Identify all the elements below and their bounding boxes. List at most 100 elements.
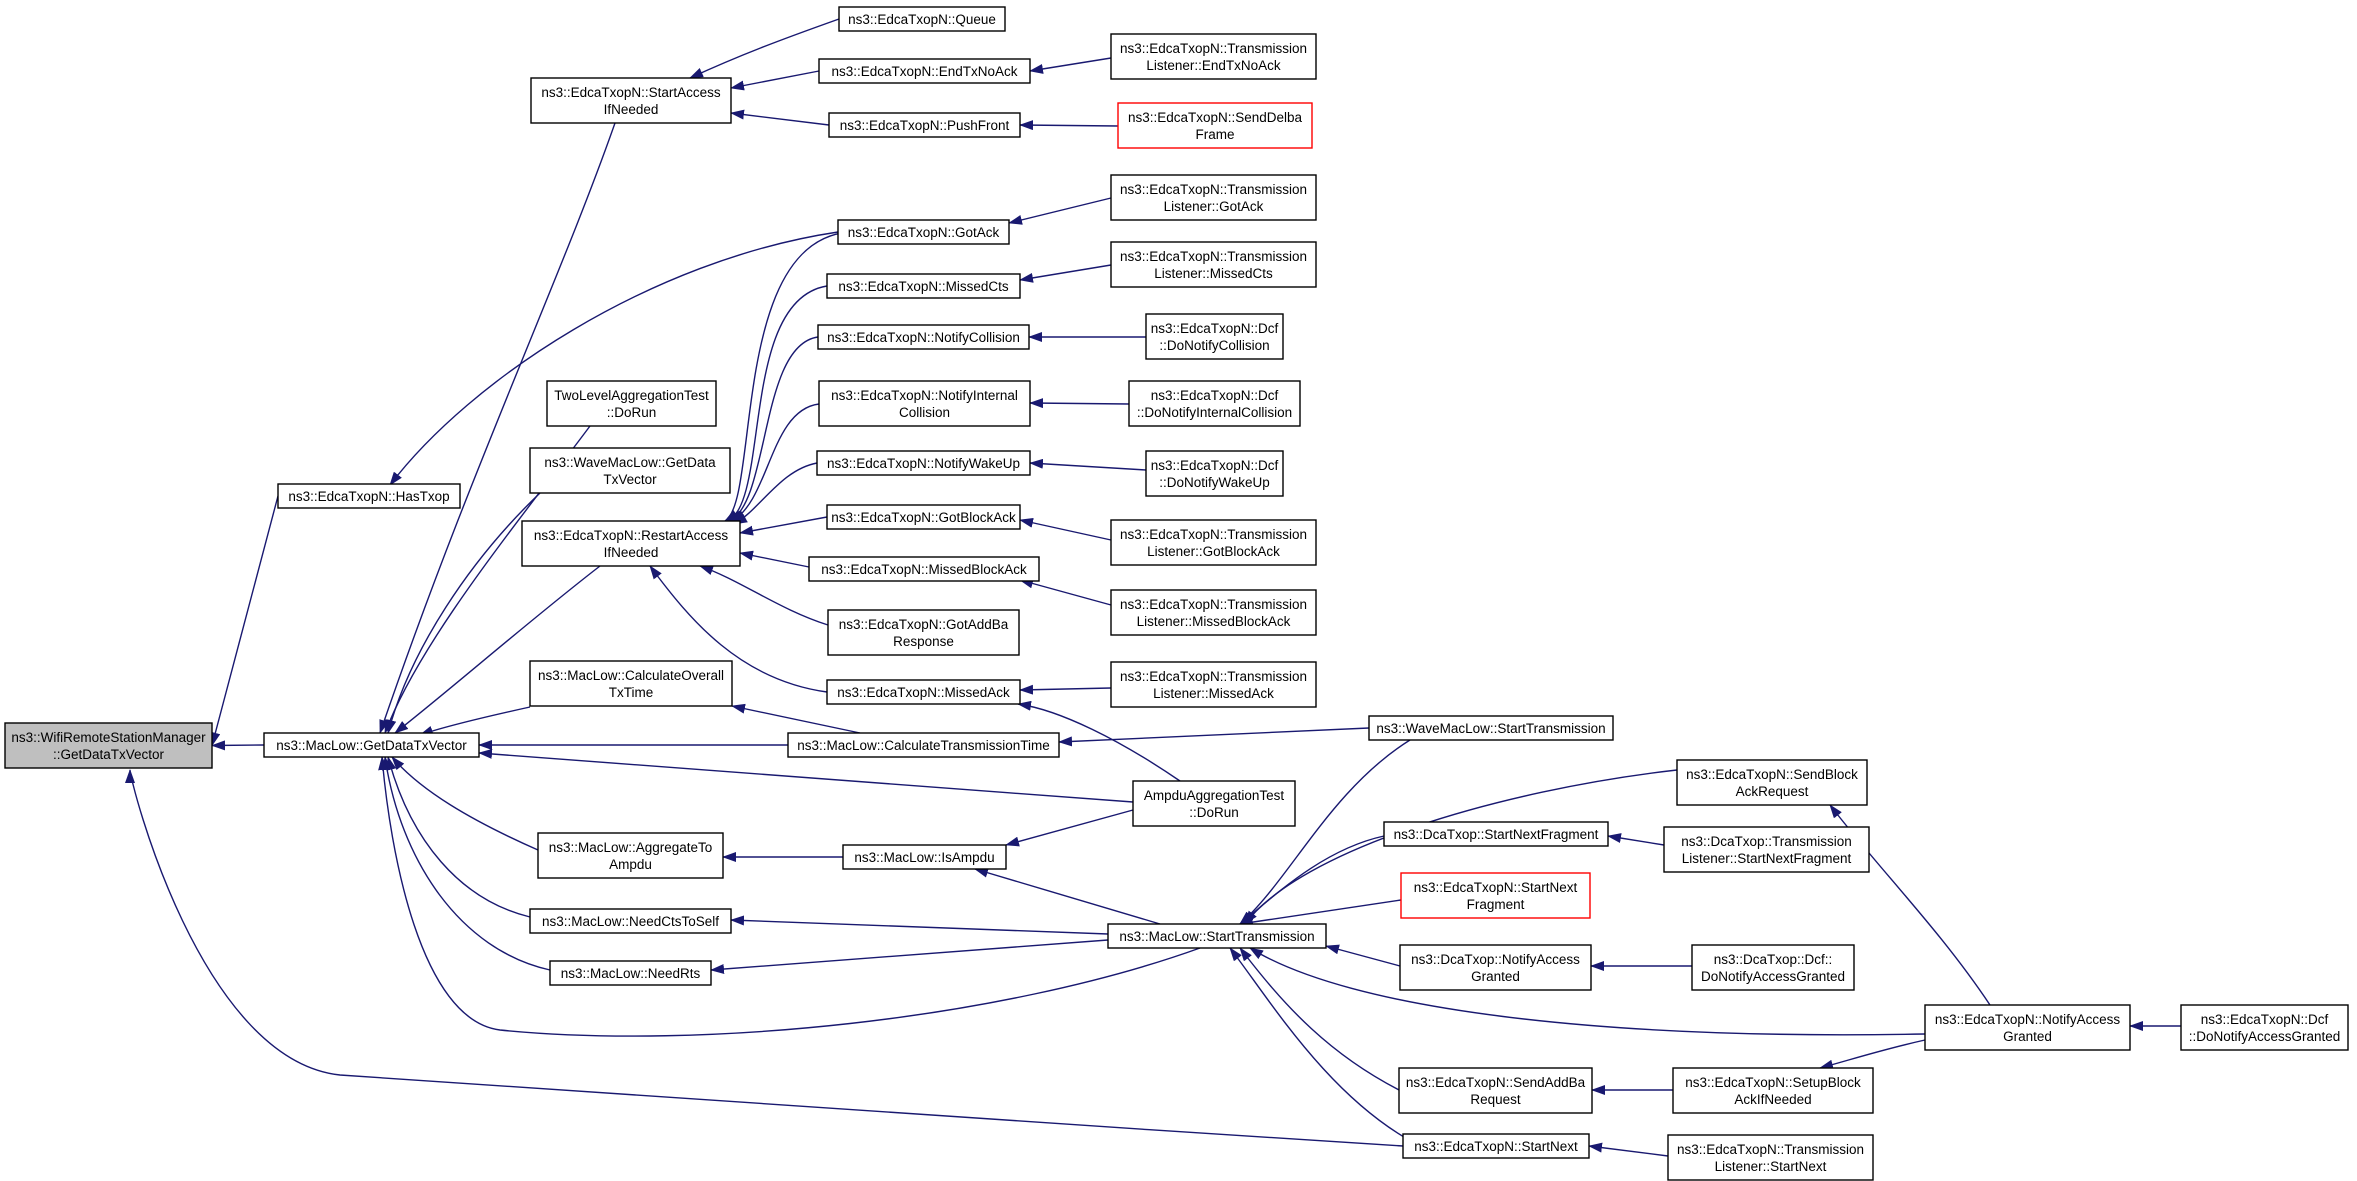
- node-dca_notifyaccess[interactable]: ns3::DcaTxop::NotifyAccessGranted: [1399, 944, 1592, 991]
- node-needctstoself[interactable]: ns3::MacLow::NeedCtsToSelf: [529, 908, 732, 934]
- node-box: [1110, 241, 1317, 288]
- node-pushfront[interactable]: ns3::EdcaTxopN::PushFront: [828, 112, 1021, 138]
- node-missedcts[interactable]: ns3::EdcaTxopN::MissedCts: [826, 273, 1021, 299]
- node-edca_notifyaccess[interactable]: ns3::EdcaTxopN::NotifyAccessGranted: [1924, 1004, 2131, 1051]
- call-edge: [381, 756, 551, 971]
- node-label-line: ns3::EdcaTxopN::PushFront: [840, 118, 1010, 133]
- node-box: [546, 380, 717, 427]
- node-tl_missedblockack[interactable]: ns3::EdcaTxopN::TransmissionListener::Mi…: [1110, 589, 1317, 636]
- node-box: [1145, 313, 1284, 360]
- node-label-line: IfNeeded: [604, 545, 659, 560]
- node-box: [1128, 380, 1301, 427]
- call-edge: [730, 70, 820, 91]
- node-tl_gotack[interactable]: ns3::EdcaTxopN::TransmissionListener::Go…: [1110, 174, 1317, 221]
- node-label-line: Listener::GotBlockAck: [1147, 544, 1280, 559]
- node-ampdutest[interactable]: AmpduAggregationTest::DoRun: [1132, 780, 1296, 827]
- node-wavegetdata[interactable]: ns3::WaveMacLow::GetDataTxVector: [529, 447, 731, 494]
- node-twolevel[interactable]: TwoLevelAggregationTest::DoRun: [546, 380, 717, 427]
- node-wrsm[interactable]: ns3::WifiRemoteStationManager::GetDataTx…: [4, 722, 213, 769]
- node-isampdu[interactable]: ns3::MacLow::IsAmpdu: [842, 844, 1007, 870]
- node-label-line: ns3::EdcaTxopN::Transmission: [1120, 41, 1307, 56]
- node-missedack[interactable]: ns3::EdcaTxopN::MissedAck: [826, 679, 1021, 705]
- node-queue[interactable]: ns3::EdcaTxopN::Queue: [838, 6, 1006, 32]
- node-dca_dcf_donotify[interactable]: ns3::DcaTxop::Dcf::DoNotifyAccessGranted: [1691, 944, 1855, 991]
- node-box: [817, 324, 1030, 350]
- node-label-line: ns3::EdcaTxopN::Transmission: [1120, 182, 1307, 197]
- node-tl_startnext[interactable]: ns3::EdcaTxopN::TransmissionListener::St…: [1667, 1134, 1874, 1181]
- call-edge: [1029, 398, 1130, 409]
- node-box: [1399, 944, 1592, 991]
- node-label-line: ns3::EdcaTxopN::Dcf: [1151, 388, 1279, 403]
- node-missedblockack[interactable]: ns3::EdcaTxopN::MissedBlockAck: [808, 556, 1040, 582]
- node-label-line: TxTime: [609, 685, 654, 700]
- call-edge: [727, 285, 828, 522]
- node-starttrans[interactable]: ns3::MacLow::StartTransmission: [1107, 923, 1327, 949]
- node-notifywakeup[interactable]: ns3::EdcaTxopN::NotifyWakeUp: [816, 450, 1031, 476]
- call-edge: [724, 231, 851, 522]
- call-edge: [419, 706, 531, 736]
- node-tl_endtxnoack[interactable]: ns3::EdcaTxopN::TransmissionListener::En…: [1110, 33, 1317, 80]
- node-label-line: ns3::EdcaTxopN::SendDelba: [1128, 110, 1303, 125]
- node-dca_startnextfrag[interactable]: ns3::DcaTxop::StartNextFragment: [1383, 821, 1609, 847]
- call-edge: [730, 109, 830, 126]
- node-label-line: DoNotifyAccessGranted: [1701, 969, 1845, 984]
- node-label-line: ::DoNotifyCollision: [1159, 338, 1269, 353]
- node-label-line: ::DoNotifyWakeUp: [1159, 475, 1270, 490]
- node-calctrans[interactable]: ns3::MacLow::CalculateTransmissionTime: [787, 732, 1060, 758]
- node-label-line: ns3::EdcaTxopN::Dcf: [1151, 321, 1279, 336]
- call-edge: [649, 565, 828, 693]
- node-tl_gotblockack[interactable]: ns3::EdcaTxopN::TransmissionListener::Go…: [1110, 519, 1317, 566]
- node-tl_missedack[interactable]: ns3::EdcaTxopN::TransmissionListener::Mi…: [1110, 661, 1317, 708]
- node-tl_missedcts[interactable]: ns3::EdcaTxopN::TransmissionListener::Mi…: [1110, 241, 1317, 288]
- node-notifyintcoll[interactable]: ns3::EdcaTxopN::NotifyInternalCollision: [818, 380, 1031, 427]
- call-edge: [389, 231, 839, 486]
- call-edge: [391, 756, 539, 851]
- node-box: [1924, 1004, 2131, 1051]
- node-dcf_donotifywakeup[interactable]: ns3::EdcaTxopN::Dcf::DoNotifyWakeUp: [1145, 450, 1284, 497]
- call-edge: [974, 867, 1161, 925]
- node-gotack[interactable]: ns3::EdcaTxopN::GotAck: [837, 219, 1010, 245]
- node-box: [1110, 589, 1317, 636]
- node-box: [1691, 944, 1855, 991]
- node-label-line: ns3::WaveMacLow::GetData: [544, 455, 716, 470]
- call-edge: [731, 703, 861, 734]
- call-edge: [1239, 899, 1402, 928]
- call-edge: [1008, 197, 1112, 225]
- node-dcf_donotifyintcoll[interactable]: ns3::EdcaTxopN::Dcf::DoNotifyInternalCol…: [1128, 380, 1301, 427]
- node-endtxnoack[interactable]: ns3::EdcaTxopN::EndTxNoAck: [818, 58, 1031, 84]
- node-gotblockack[interactable]: ns3::EdcaTxopN::GotBlockAck: [826, 504, 1021, 530]
- node-label-line: ns3::EdcaTxopN::MissedCts: [838, 279, 1009, 294]
- node-startnext[interactable]: ns3::EdcaTxopN::StartNext: [1402, 1133, 1590, 1159]
- node-dcf_donotifycoll[interactable]: ns3::EdcaTxopN::Dcf::DoNotifyCollision: [1145, 313, 1284, 360]
- node-dca_tl_startnextfrag[interactable]: ns3::DcaTxop::TransmissionListener::Star…: [1663, 826, 1870, 873]
- node-box: [1145, 450, 1284, 497]
- node-box: [1110, 174, 1317, 221]
- node-wavestarttrans[interactable]: ns3::WaveMacLow::StartTransmission: [1368, 715, 1614, 741]
- node-hastxop[interactable]: ns3::EdcaTxopN::HasTxop: [277, 483, 461, 509]
- node-label-line: AckRequest: [1736, 784, 1809, 799]
- call-edge: [1229, 947, 1421, 1147]
- node-box: [1672, 1067, 1874, 1114]
- call-edge: [478, 748, 1134, 803]
- node-label-line: Ampdu: [609, 857, 652, 872]
- node-label-line: ns3::EdcaTxopN::HasTxop: [288, 489, 449, 504]
- node-box: [263, 732, 480, 758]
- call-edge: [1239, 739, 1411, 925]
- node-edca_dcf_donotify[interactable]: ns3::EdcaTxopN::Dcf::DoNotifyAccessGrant…: [2180, 1004, 2349, 1051]
- node-getdatatx[interactable]: ns3::MacLow::GetDataTxVector: [263, 732, 480, 758]
- node-box: [787, 732, 1060, 758]
- node-needrts[interactable]: ns3::MacLow::NeedRts: [549, 960, 712, 986]
- node-notifycoll[interactable]: ns3::EdcaTxopN::NotifyCollision: [817, 324, 1030, 350]
- node-label-line: Granted: [1471, 969, 1520, 984]
- call-edge: [1029, 57, 1112, 74]
- node-edca_startnextfrag[interactable]: ns3::EdcaTxopN::StartNextFragment: [1400, 872, 1591, 919]
